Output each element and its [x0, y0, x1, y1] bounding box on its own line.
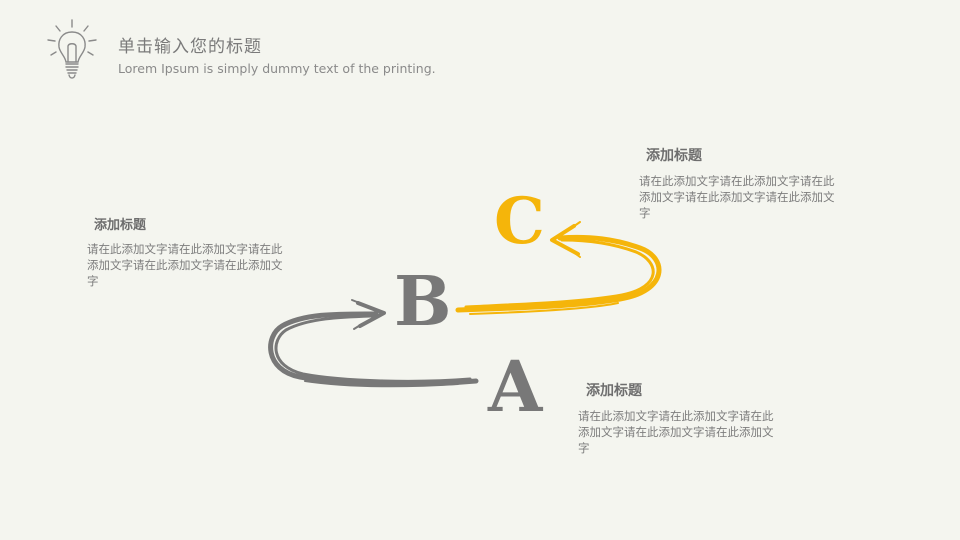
text-block-right-bottom: 添加标题 请在此添加文字请在此添加文字请在此添加文字请在此添加文字请在此添加文字	[578, 380, 778, 456]
block-body: 请在此添加文字请在此添加文字请在此添加文字请在此添加文字请在此添加文字	[639, 174, 835, 220]
page-title: 单击输入您的标题	[118, 37, 262, 57]
text-block-right-top: 添加标题 请在此添加文字请在此添加文字请在此添加文字请在此添加文字请在此添加文字	[639, 145, 839, 221]
block-heading: 添加标题	[94, 218, 147, 233]
step-letter-a: A	[488, 345, 543, 428]
step-letter-c: C	[494, 184, 545, 259]
page-subtitle: Lorem Ipsum is simply dummy text of the …	[118, 61, 436, 76]
lightbulb-icon	[47, 19, 97, 79]
block-heading: 添加标题	[646, 148, 702, 164]
block-body: 请在此添加文字请在此添加文字请在此添加文字请在此添加文字请在此添加文字	[87, 242, 283, 288]
text-block-left: 添加标题 请在此添加文字请在此添加文字请在此添加文字请在此添加文字请在此添加文字	[87, 214, 287, 289]
step-letter-b: B	[394, 262, 452, 342]
yellow-arrow-b-to-c	[455, 221, 662, 315]
block-heading: 添加标题	[586, 383, 642, 399]
block-body: 请在此添加文字请在此添加文字请在此添加文字请在此添加文字请在此添加文字	[578, 409, 774, 455]
gray-arrow-a-to-b	[268, 299, 479, 388]
